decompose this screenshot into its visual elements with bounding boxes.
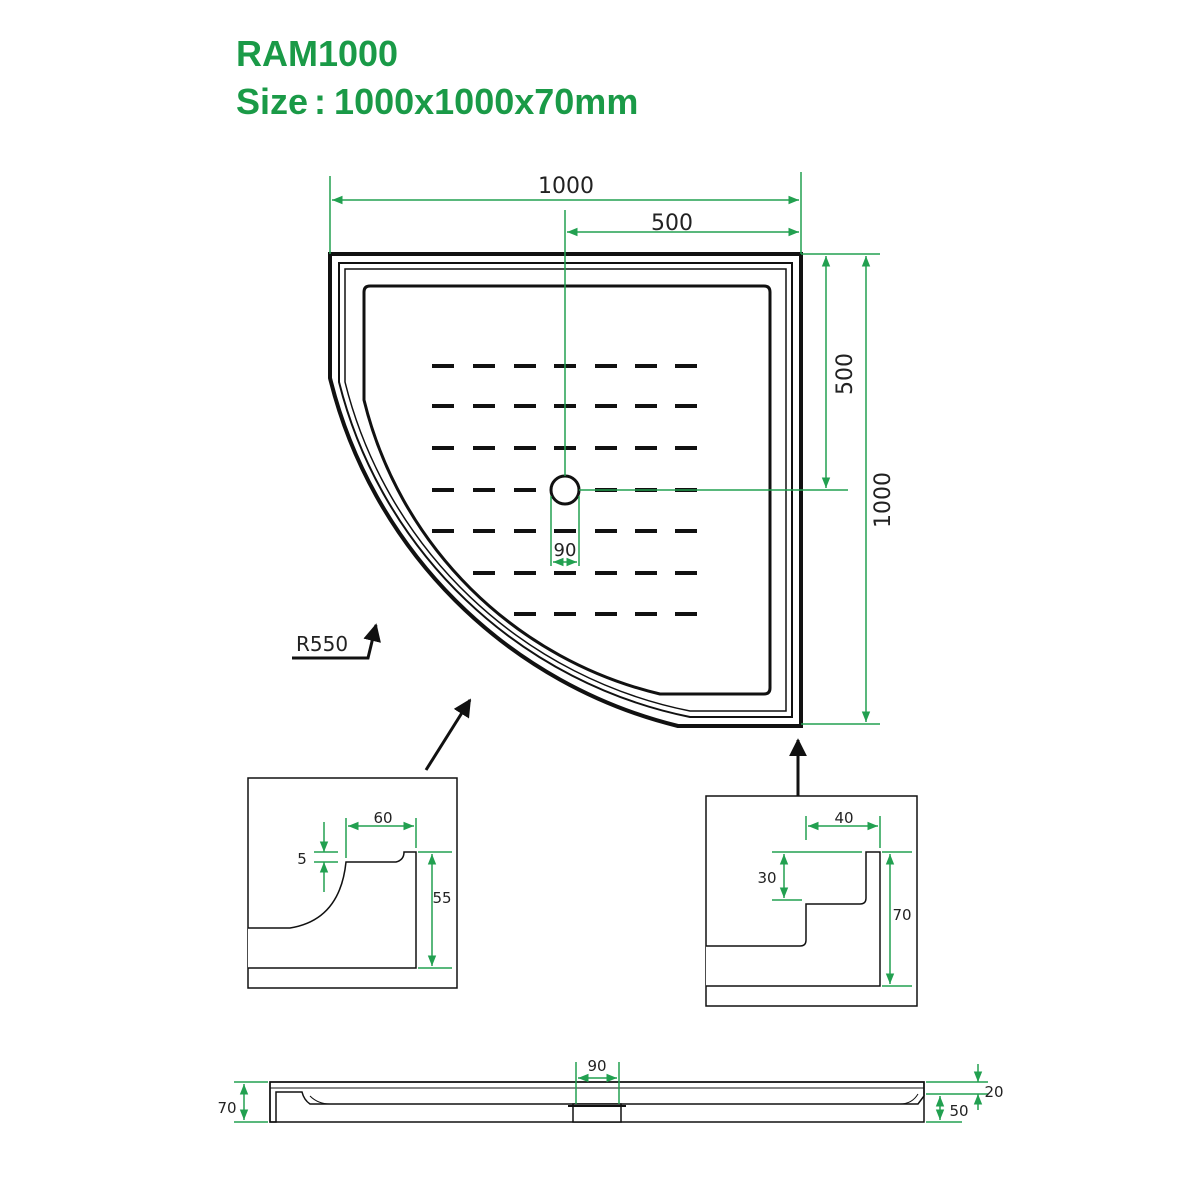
label-side-height-70: 70 xyxy=(217,1099,236,1117)
plan-dimensions xyxy=(329,172,880,725)
label-top-1000: 1000 xyxy=(538,174,594,199)
size-value: 1000x1000x70mm xyxy=(334,81,639,122)
model-title: RAM1000 xyxy=(236,33,399,74)
label-detail-right-30: 30 xyxy=(757,869,776,887)
tray-floor-outline xyxy=(362,284,772,696)
label-detail-left-5: 5 xyxy=(297,850,307,868)
radius-leader xyxy=(292,623,381,660)
label-side-top-20: 20 xyxy=(984,1083,1003,1101)
detail-left: 60 5 55 xyxy=(247,777,458,989)
label-detail-left-55: 55 xyxy=(432,889,451,907)
label-right-1000: 1000 xyxy=(871,472,896,528)
side-view-drain xyxy=(572,1103,622,1123)
label-top-500: 500 xyxy=(651,211,693,236)
label-right-500: 500 xyxy=(833,353,858,395)
detail-arrows xyxy=(424,698,807,796)
size-title: Size:1000x1000x70mm xyxy=(236,82,638,122)
detail-right: 40 30 70 xyxy=(705,795,918,1007)
drain-circle xyxy=(549,474,581,506)
detail-left-profile xyxy=(248,851,417,969)
tray-rim-line xyxy=(338,262,793,718)
size-separator: : xyxy=(314,81,327,122)
side-view: 90 70 20 50 xyxy=(217,1057,1004,1123)
label-detail-right-70: 70 xyxy=(892,906,911,924)
tray-outer-outline xyxy=(328,252,803,728)
label-drain-90: 90 xyxy=(554,540,577,561)
label-detail-right-40: 40 xyxy=(834,809,853,827)
size-label: Size xyxy=(236,81,309,122)
label-side-base-50: 50 xyxy=(949,1102,968,1120)
tray-rim-line-2 xyxy=(344,268,787,712)
side-view-profile xyxy=(269,1081,925,1123)
label-side-drain-90: 90 xyxy=(587,1057,606,1075)
label-detail-left-60: 60 xyxy=(373,809,392,827)
label-radius: R550 xyxy=(296,632,348,656)
detail-right-profile xyxy=(706,851,881,987)
